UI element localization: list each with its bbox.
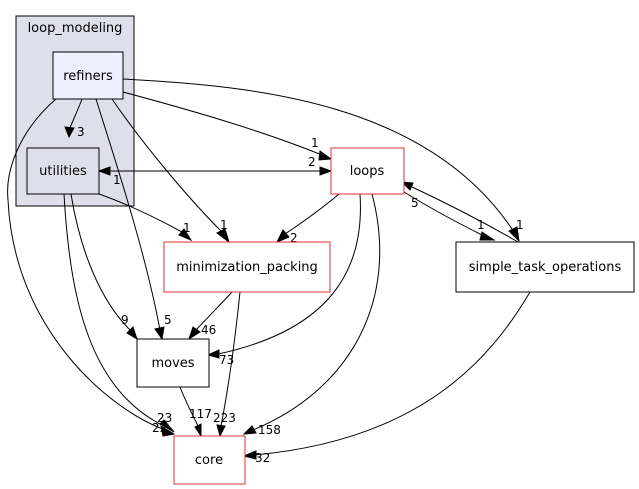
edge-label-loops-simple-task-operations: 1 [477,218,485,232]
node-utilities-box [26,147,100,195]
edge-label-loops-minimization-packing: 2 [290,231,298,245]
node-moves-box [136,338,210,388]
node-utilities[interactable]: utilities [26,147,100,195]
node-core-label: core [195,453,223,468]
edge-moves-core: 117 [179,386,212,438]
edge-utilities-loops: 2 [108,155,333,176]
node-moves[interactable]: moves [136,338,210,388]
edge-loops-core: 158 [242,193,381,437]
edge-refiners-minimization-packing: 1 [111,98,230,244]
node-refiners-box [52,51,124,100]
node-simple-task-operations-label: simple_task_operations [469,260,622,275]
node-minimization-packing[interactable]: minimization_packing [163,241,331,293]
edge-label-loops-moves: 73 [219,353,234,367]
edge-refiners-utilities: 3 [64,98,85,139]
edge-refiners-moves: 5 [95,98,172,341]
edge-label-loops-utilities: 1 [113,173,121,187]
edge-loops-minimization-packing: 2 [275,193,340,245]
edge-loops-moves: 73 [206,193,361,367]
edge-refiners-simple-task-operations: 1 [122,78,524,243]
node-refiners-label: refiners [63,69,113,84]
edge-simple-task-operations-core: 32 [242,291,531,465]
cluster-loop-modeling-label: loop_modeling [28,21,123,36]
edge-label-minimization-packing-core: 223 [213,411,236,425]
edge-label-moves-core: 117 [189,407,212,421]
node-loops-box [330,147,405,195]
edge-label-refiners-moves: 5 [164,313,172,327]
edge-loops-simple-task-operations: 1 [403,191,496,241]
edge-label-simple-task-operations-loops: 5 [411,196,419,210]
edge-label-refiners-utilities: 3 [77,125,85,139]
edge-label-utilities-moves: 9 [121,313,129,327]
edge-label-utilities-minimization-packing: 1 [183,221,191,235]
edge-label-refiners-simple-task-operations: 1 [516,218,524,232]
node-simple-task-operations[interactable]: simple_task_operations [455,241,635,293]
edge-label-minimization-packing-moves: 46 [201,323,216,337]
node-loops-label: loops [350,164,385,179]
edge-loops-utilities: 1 [97,166,121,187]
node-loops[interactable]: loops [330,147,405,195]
edge-utilities-minimization-packing: 1 [98,193,193,242]
node-core[interactable]: core [173,435,246,485]
edge-label-utilities-loops: 2 [308,155,316,169]
node-simple-task-operations-box [455,241,635,293]
edge-label-utilities-core: 23 [157,411,172,425]
node-core-box [173,435,246,485]
edge-label-refiners-minimization-packing: 1 [220,218,228,232]
edge-minimization-packing-core: 223 [213,291,241,438]
edge-minimization-packing-moves: 46 [188,291,233,341]
node-utilities-label: utilities [39,164,87,179]
edge-utilities-moves: 9 [70,193,138,341]
edge-refiners-loops: 1 [122,91,333,161]
edge-utilities-core: 23 [63,193,175,433]
node-minimization-packing-box [163,241,331,293]
node-minimization-packing-label: minimization_packing [176,260,318,275]
edge-simple-task-operations-loops: 5 [400,181,519,243]
node-refiners[interactable]: refiners [52,51,124,100]
edge-label-simple-task-operations-core: 32 [255,451,270,465]
node-moves-label: moves [151,356,194,371]
edge-label-refiners-loops: 1 [311,136,319,150]
edge-label-loops-core: 158 [258,423,281,437]
